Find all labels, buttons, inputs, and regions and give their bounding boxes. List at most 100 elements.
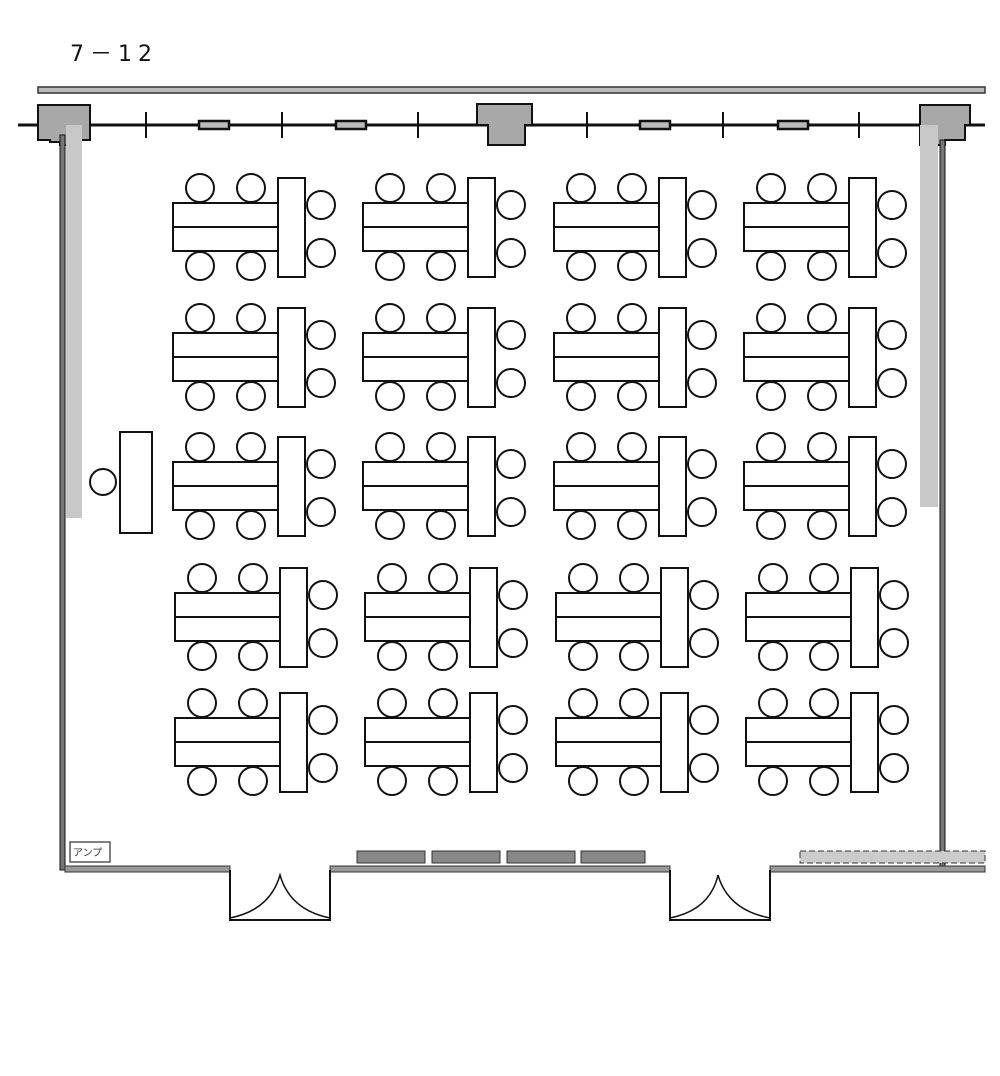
table-group xyxy=(553,173,717,281)
chair xyxy=(185,510,215,540)
table-group xyxy=(555,688,719,796)
table xyxy=(553,356,660,382)
chair xyxy=(687,497,717,527)
chair xyxy=(426,251,456,281)
table-group xyxy=(743,173,907,281)
chair xyxy=(687,190,717,220)
chair xyxy=(306,190,336,220)
table xyxy=(364,741,471,767)
table xyxy=(364,717,471,743)
chair xyxy=(496,368,526,398)
table xyxy=(172,485,279,511)
table xyxy=(364,592,471,618)
table xyxy=(658,436,687,537)
chair xyxy=(566,510,596,540)
table xyxy=(553,485,660,511)
chair xyxy=(617,432,647,462)
chair xyxy=(687,368,717,398)
chair xyxy=(238,563,268,593)
chair xyxy=(236,432,266,462)
chair xyxy=(756,432,786,462)
chair xyxy=(689,580,719,610)
table xyxy=(277,177,306,278)
door-swing xyxy=(229,872,331,919)
table xyxy=(277,307,306,408)
chair xyxy=(308,753,338,783)
chair xyxy=(566,303,596,333)
table xyxy=(743,332,850,358)
chair xyxy=(375,381,405,411)
table xyxy=(745,717,852,743)
chair xyxy=(758,688,788,718)
chair xyxy=(236,381,266,411)
chair xyxy=(879,705,909,735)
table xyxy=(848,436,877,537)
table xyxy=(553,332,660,358)
table-group xyxy=(362,173,526,281)
chair xyxy=(807,510,837,540)
chair xyxy=(185,432,215,462)
chair xyxy=(185,381,215,411)
chair xyxy=(377,641,407,671)
chair xyxy=(238,641,268,671)
chair xyxy=(568,766,598,796)
chair xyxy=(756,303,786,333)
chair xyxy=(807,173,837,203)
table xyxy=(469,567,498,668)
table-group xyxy=(174,563,338,671)
table xyxy=(553,226,660,252)
table xyxy=(362,226,469,252)
table xyxy=(469,692,498,793)
chair xyxy=(877,320,907,350)
chair xyxy=(238,688,268,718)
chair xyxy=(236,251,266,281)
table-group xyxy=(172,173,336,281)
chair xyxy=(617,303,647,333)
chair xyxy=(428,641,458,671)
table-group xyxy=(553,432,717,540)
chair xyxy=(568,688,598,718)
chair xyxy=(687,320,717,350)
table xyxy=(277,436,306,537)
table-group xyxy=(553,303,717,411)
table xyxy=(555,592,662,618)
table xyxy=(174,741,281,767)
chair xyxy=(426,303,456,333)
amp-label: アンプ xyxy=(73,847,102,859)
chair xyxy=(496,238,526,268)
chair xyxy=(426,510,456,540)
chair xyxy=(617,381,647,411)
door-swing xyxy=(669,874,771,919)
chair xyxy=(185,251,215,281)
table xyxy=(362,332,469,358)
table xyxy=(467,307,496,408)
chair xyxy=(236,510,266,540)
chair xyxy=(689,628,719,658)
chair xyxy=(877,449,907,479)
table-group xyxy=(745,563,909,671)
table-group xyxy=(364,688,528,796)
table-group xyxy=(172,432,336,540)
chair xyxy=(426,432,456,462)
chair xyxy=(619,766,649,796)
chair xyxy=(187,688,217,718)
table xyxy=(745,741,852,767)
chair xyxy=(426,381,456,411)
table xyxy=(362,461,469,487)
table xyxy=(555,741,662,767)
table xyxy=(279,567,308,668)
table xyxy=(658,177,687,278)
table-group xyxy=(743,303,907,411)
chair xyxy=(619,563,649,593)
chair xyxy=(187,766,217,796)
chair xyxy=(807,251,837,281)
table xyxy=(362,356,469,382)
table xyxy=(555,616,662,642)
chair xyxy=(375,510,405,540)
chair xyxy=(687,238,717,268)
chair xyxy=(687,449,717,479)
table xyxy=(362,485,469,511)
chair xyxy=(496,190,526,220)
chair xyxy=(236,303,266,333)
chair xyxy=(619,688,649,718)
